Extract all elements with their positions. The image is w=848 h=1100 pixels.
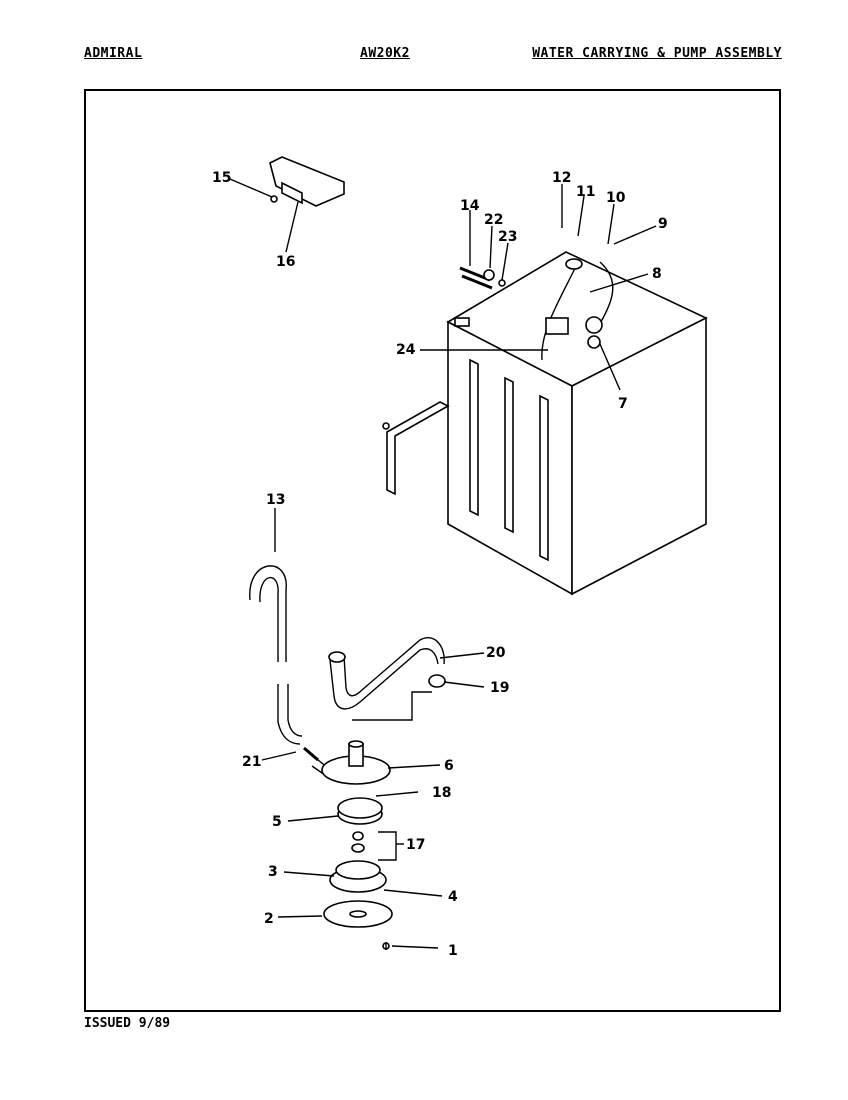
hose-20-drawing	[328, 637, 446, 721]
callout-23: 23	[498, 229, 517, 245]
callout-6: 6	[444, 758, 454, 774]
drain-hose-drawing	[249, 565, 303, 745]
pump-assembly-drawing	[303, 740, 397, 950]
issued-date: ISSUED 9/89	[84, 1016, 171, 1031]
callout-19: 19	[490, 680, 509, 696]
callout-18: 18	[432, 785, 451, 801]
callout-22: 22	[484, 212, 503, 228]
callout-4: 4	[448, 889, 458, 905]
leader-lines	[229, 178, 657, 949]
callout-24: 24	[396, 342, 416, 358]
callout-11: 11	[576, 184, 595, 200]
brand-header: ADMIRAL	[84, 46, 143, 61]
callout-21: 21	[242, 754, 261, 770]
callout-20: 20	[486, 645, 506, 661]
callout-10: 10	[606, 190, 626, 206]
callout-1: 1	[448, 943, 458, 959]
callout-16: 16	[276, 254, 295, 270]
callout-2: 2	[264, 911, 274, 927]
callout-12: 12	[552, 170, 571, 186]
callout-8: 8	[652, 266, 662, 282]
cabinet-drawing	[382, 251, 708, 596]
callout-5: 5	[272, 814, 282, 830]
callout-15: 15	[212, 170, 231, 186]
callout-17: 17	[406, 837, 425, 853]
bracket-drawing	[269, 156, 345, 207]
section-title: WATER CARRYING & PUMP ASSEMBLY	[532, 46, 782, 61]
callout-3: 3	[268, 864, 278, 880]
callout-13: 13	[266, 492, 285, 508]
callout-9: 9	[658, 216, 668, 232]
diagram-frame	[84, 89, 781, 1012]
callout-7: 7	[618, 396, 628, 412]
callout-14: 14	[460, 198, 480, 214]
model-header: AW20K2	[360, 46, 410, 61]
inlet-fittings-drawing	[459, 266, 506, 290]
